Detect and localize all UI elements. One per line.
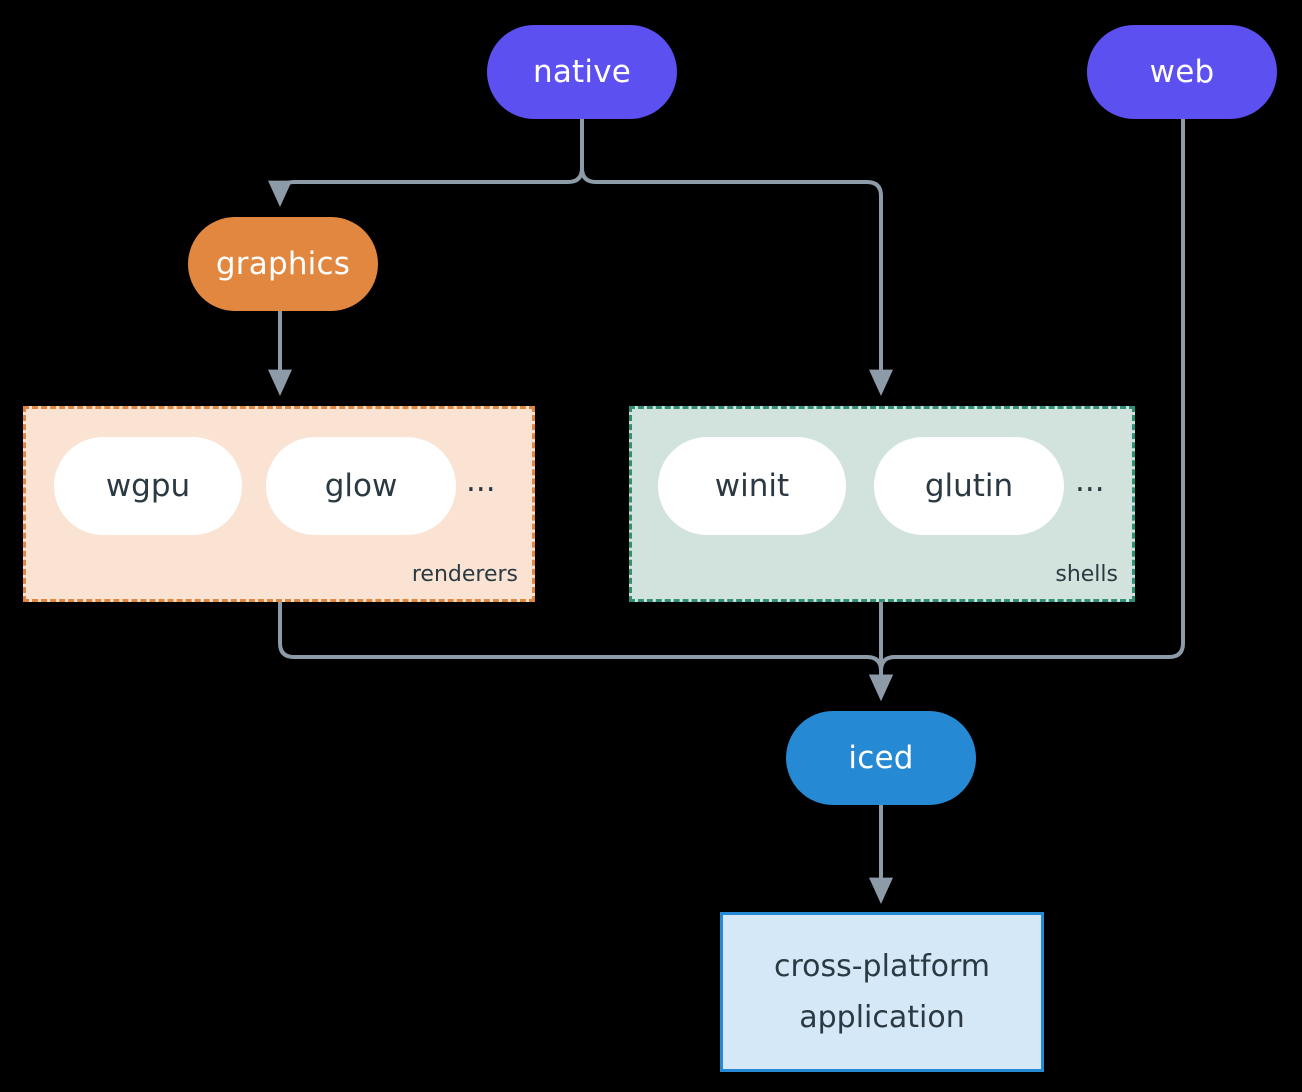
chip-winit-label: winit — [714, 468, 790, 504]
edge-renderers-iced — [278, 602, 893, 702]
group-shells-label: shells — [1055, 562, 1118, 587]
renderers-ellipsis: ... — [466, 463, 496, 499]
chip-wgpu[interactable]: wgpu — [54, 437, 242, 535]
shells-ellipsis: ... — [1075, 463, 1105, 499]
chip-glutin[interactable]: glutin — [874, 437, 1064, 535]
chip-wgpu-label: wgpu — [105, 468, 191, 504]
group-renderers[interactable]: wgpu glow renderers — [23, 406, 535, 602]
node-iced[interactable]: iced — [786, 711, 976, 805]
node-application[interactable]: cross-platform application — [720, 912, 1044, 1072]
node-iced-label: iced — [848, 740, 914, 776]
chip-glutin-label: glutin — [924, 468, 1014, 504]
node-native-label: native — [532, 54, 632, 90]
node-graphics[interactable]: graphics — [188, 217, 378, 311]
chip-winit[interactable]: winit — [658, 437, 846, 535]
node-application-line2: application — [799, 1000, 965, 1035]
node-web[interactable]: web — [1087, 25, 1277, 119]
chip-glow-label: glow — [324, 468, 398, 504]
node-application-line1: cross-platform — [773, 949, 991, 984]
edge-native-bus — [267, 119, 584, 208]
node-web-label: web — [1149, 54, 1215, 90]
group-renderers-label: renderers — [411, 562, 518, 587]
edge-native-shells — [580, 119, 893, 397]
node-native[interactable]: native — [487, 25, 677, 119]
chip-glow[interactable]: glow — [266, 437, 456, 535]
group-shells[interactable]: winit glutin shells — [629, 406, 1135, 602]
node-graphics-label: graphics — [215, 246, 351, 282]
